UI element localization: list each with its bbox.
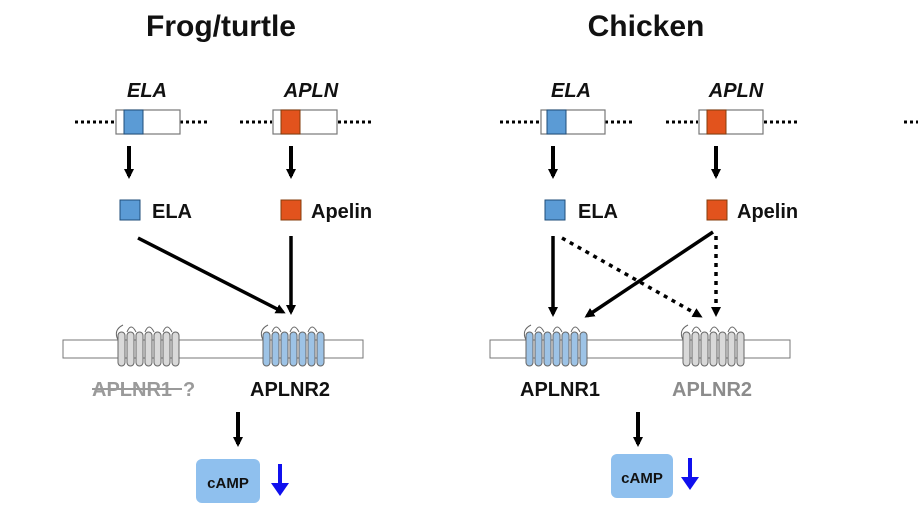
ela-exon — [546, 109, 567, 135]
gene-apln: APLN — [240, 80, 374, 135]
apln-exon — [706, 109, 727, 135]
ela-peptide-square — [544, 199, 566, 221]
receptor-label-aplnr1: APLNR1 — [520, 379, 600, 401]
apln-exon — [280, 109, 301, 135]
apelin-peptide-square — [706, 199, 728, 221]
apelin-peptide-square — [280, 199, 302, 221]
gene-ela: ELA — [75, 80, 208, 135]
camp-box — [611, 454, 673, 498]
arrow-apelin-to-aplnr1 — [584, 230, 714, 318]
panel-title: Frog/turtle — [146, 10, 296, 43]
gene-label-ela: ELA — [551, 80, 591, 102]
peptide-label-apelin: Apelin — [737, 201, 798, 223]
gene-apln: APLN — [666, 80, 800, 135]
ela-peptide-square — [119, 199, 141, 221]
panel-chicken: Chicken ELA APLN ELA Apelin — [489, 10, 800, 498]
down-arrow-icon — [681, 458, 699, 490]
camp-box — [196, 459, 260, 503]
panel-title: Chicken — [588, 10, 705, 43]
gene-ela: ELA — [500, 80, 633, 135]
camp-label: cAMP — [621, 470, 663, 487]
dotted-arrow-ela-to-aplnr2 — [561, 236, 703, 318]
receptor-aplnr2 — [260, 324, 325, 367]
gene-label-apln: APLN — [283, 80, 339, 102]
receptor-aplnr2 — [680, 324, 745, 367]
peptide-label-apelin: Apelin — [311, 201, 372, 223]
panel-frog-turtle: Frog/turtle ELA APLN ELA Apelin — [62, 10, 374, 503]
peptide-label-ela: ELA — [152, 201, 192, 223]
receptor-label-aplnr1: APLNR1 ? — [92, 379, 195, 401]
receptor-aplnr1 — [523, 324, 588, 367]
svg-text:?: ? — [183, 379, 195, 401]
peptide-label-ela: ELA — [578, 201, 618, 223]
ela-exon — [123, 109, 144, 135]
gene-label-ela: ELA — [127, 80, 167, 102]
receptor-label-aplnr2: APLNR2 — [672, 379, 752, 401]
gene-label-apln: APLN — [708, 80, 764, 102]
camp-label: cAMP — [207, 475, 249, 492]
down-arrow-icon — [271, 464, 289, 496]
receptor-aplnr1 — [115, 324, 180, 367]
receptor-label-aplnr2: APLNR2 — [250, 379, 330, 401]
arrow-ela-to-aplnr2 — [137, 236, 286, 314]
